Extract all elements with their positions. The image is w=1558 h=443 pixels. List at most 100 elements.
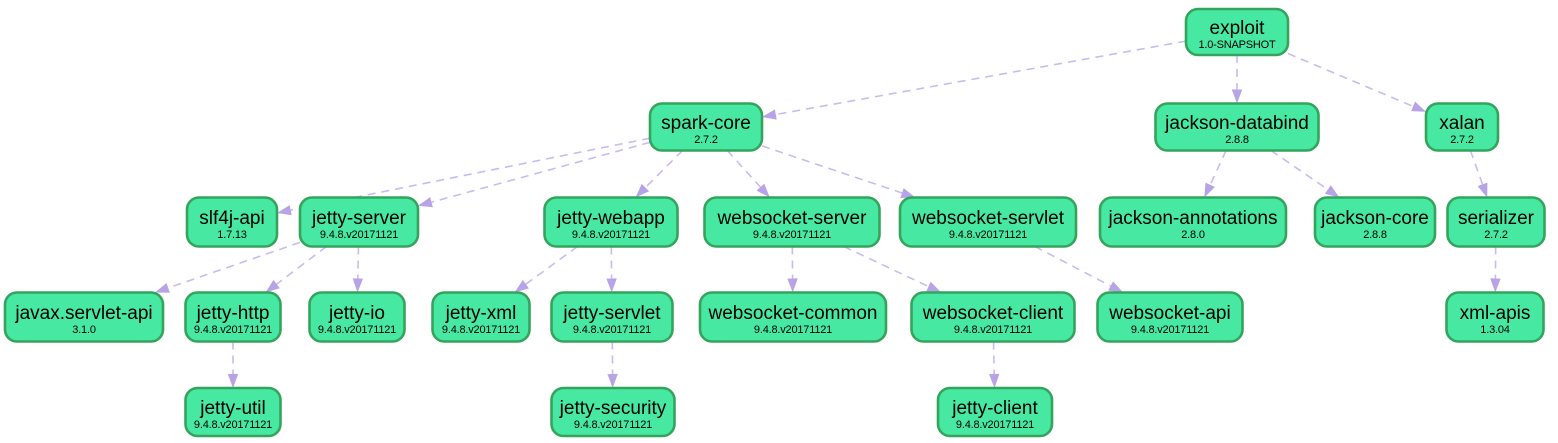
node-label: spark-core (661, 113, 751, 134)
node-box (1184, 7, 1290, 57)
edge-spark-core-to-jetty-server (431, 141, 651, 203)
node-version: 2.8.8 (1225, 134, 1249, 146)
node-box (1424, 102, 1500, 152)
node-version: 9.4.8.v20171121 (1131, 324, 1209, 336)
node-box (308, 291, 406, 343)
arrowhead-icon (514, 280, 529, 293)
node-version: 9.4.8.v20171121 (753, 229, 831, 241)
node-label: jackson-annotations (1108, 208, 1278, 229)
node-label: xalan (1439, 113, 1484, 134)
edge-websocket-client-to-jetty-client (992, 341, 995, 375)
arrowhead-icon (418, 197, 433, 208)
node-version: 2.7.2 (1484, 229, 1508, 241)
node-version: 1.7.13 (217, 229, 246, 241)
arrowhead-icon (787, 278, 798, 293)
node-box (1096, 291, 1244, 343)
node-box (184, 386, 282, 438)
node-box (1098, 196, 1288, 248)
arrowhead-icon (1108, 281, 1124, 293)
node-label: jetty-webapp (556, 208, 665, 229)
arrowhead-icon (277, 205, 292, 216)
edge-jetty-webapp-to-jetty-xml (525, 245, 578, 285)
edge-jetty-server-to-javax.servlet-api (167, 241, 301, 289)
node-label: jetty-http (196, 303, 270, 324)
node-version: 9.4.8.v20171121 (320, 229, 398, 241)
node-box (1445, 291, 1545, 343)
node-box (1446, 196, 1546, 248)
node-version: 2.8.8 (1363, 229, 1387, 241)
arrowhead-icon (265, 279, 280, 293)
node-version: 9.4.8.v20171121 (574, 419, 652, 431)
node-label: xml-apis (1460, 303, 1531, 324)
node-box (550, 386, 676, 438)
node-label: jackson-core (1320, 208, 1429, 229)
node-label: jetty-servlet (562, 303, 661, 324)
node-box (185, 196, 279, 248)
node-label: websocket-client (922, 303, 1064, 324)
node-label: jackson-databind (1164, 113, 1309, 134)
arrowhead-icon (756, 183, 770, 198)
edge-spark-core-to-websocket-server (726, 149, 761, 188)
arrowhead-icon (989, 373, 1000, 388)
arrowhead-icon (762, 109, 777, 120)
edge-exploit-to-spark-core (775, 40, 1187, 116)
node-label: serializer (1458, 208, 1535, 229)
arrowhead-icon (1204, 182, 1215, 198)
node-box (1154, 102, 1320, 152)
edge-spark-core-to-jetty-webapp (644, 149, 684, 189)
node-version: 9.4.8.v20171121 (194, 324, 272, 336)
edge-exploit-to-xalan (1287, 52, 1414, 108)
edge-spark-core-to-websocket-servlet (761, 145, 903, 194)
arrowhead-icon (635, 183, 650, 198)
node-version: 2.7.2 (694, 134, 718, 146)
arrowhead-icon (154, 283, 170, 293)
node-version: 9.4.8.v20171121 (754, 324, 832, 336)
node-box (3, 291, 165, 343)
node-version: 9.4.8.v20171121 (572, 229, 650, 241)
edges-layer (154, 40, 1501, 388)
node-label: slf4j-api (199, 208, 264, 229)
node-version: 2.8.0 (1181, 229, 1205, 241)
nodes-layer: exploit1.0-SNAPSHOTspark-core2.7.2jackso… (3, 7, 1546, 438)
node-label: jetty-util (199, 398, 265, 419)
node-box (648, 102, 764, 152)
node-box (184, 291, 282, 343)
edge-xalan-to-serializer (1469, 150, 1484, 185)
node-label: jetty-security (559, 398, 667, 419)
arrowhead-icon (606, 278, 617, 293)
arrowhead-icon (1231, 89, 1243, 104)
node-box (543, 196, 679, 248)
node-box (703, 196, 881, 248)
edge-jackson-databind-to-jackson-annotations (1209, 150, 1227, 186)
node-version: 9.4.8.v20171121 (573, 324, 651, 336)
node-jetty-io: jetty-io9.4.8.v20171121 (308, 291, 406, 343)
arrowhead-icon (900, 188, 916, 198)
arrowhead-icon (607, 373, 618, 388)
node-version: 9.4.8.v20171121 (318, 324, 396, 336)
arrowhead-icon (926, 281, 942, 293)
node-label: websocket-common (708, 303, 878, 324)
node-box (698, 291, 888, 343)
node-box (936, 386, 1054, 438)
node-version: 1.3.04 (1480, 324, 1509, 336)
